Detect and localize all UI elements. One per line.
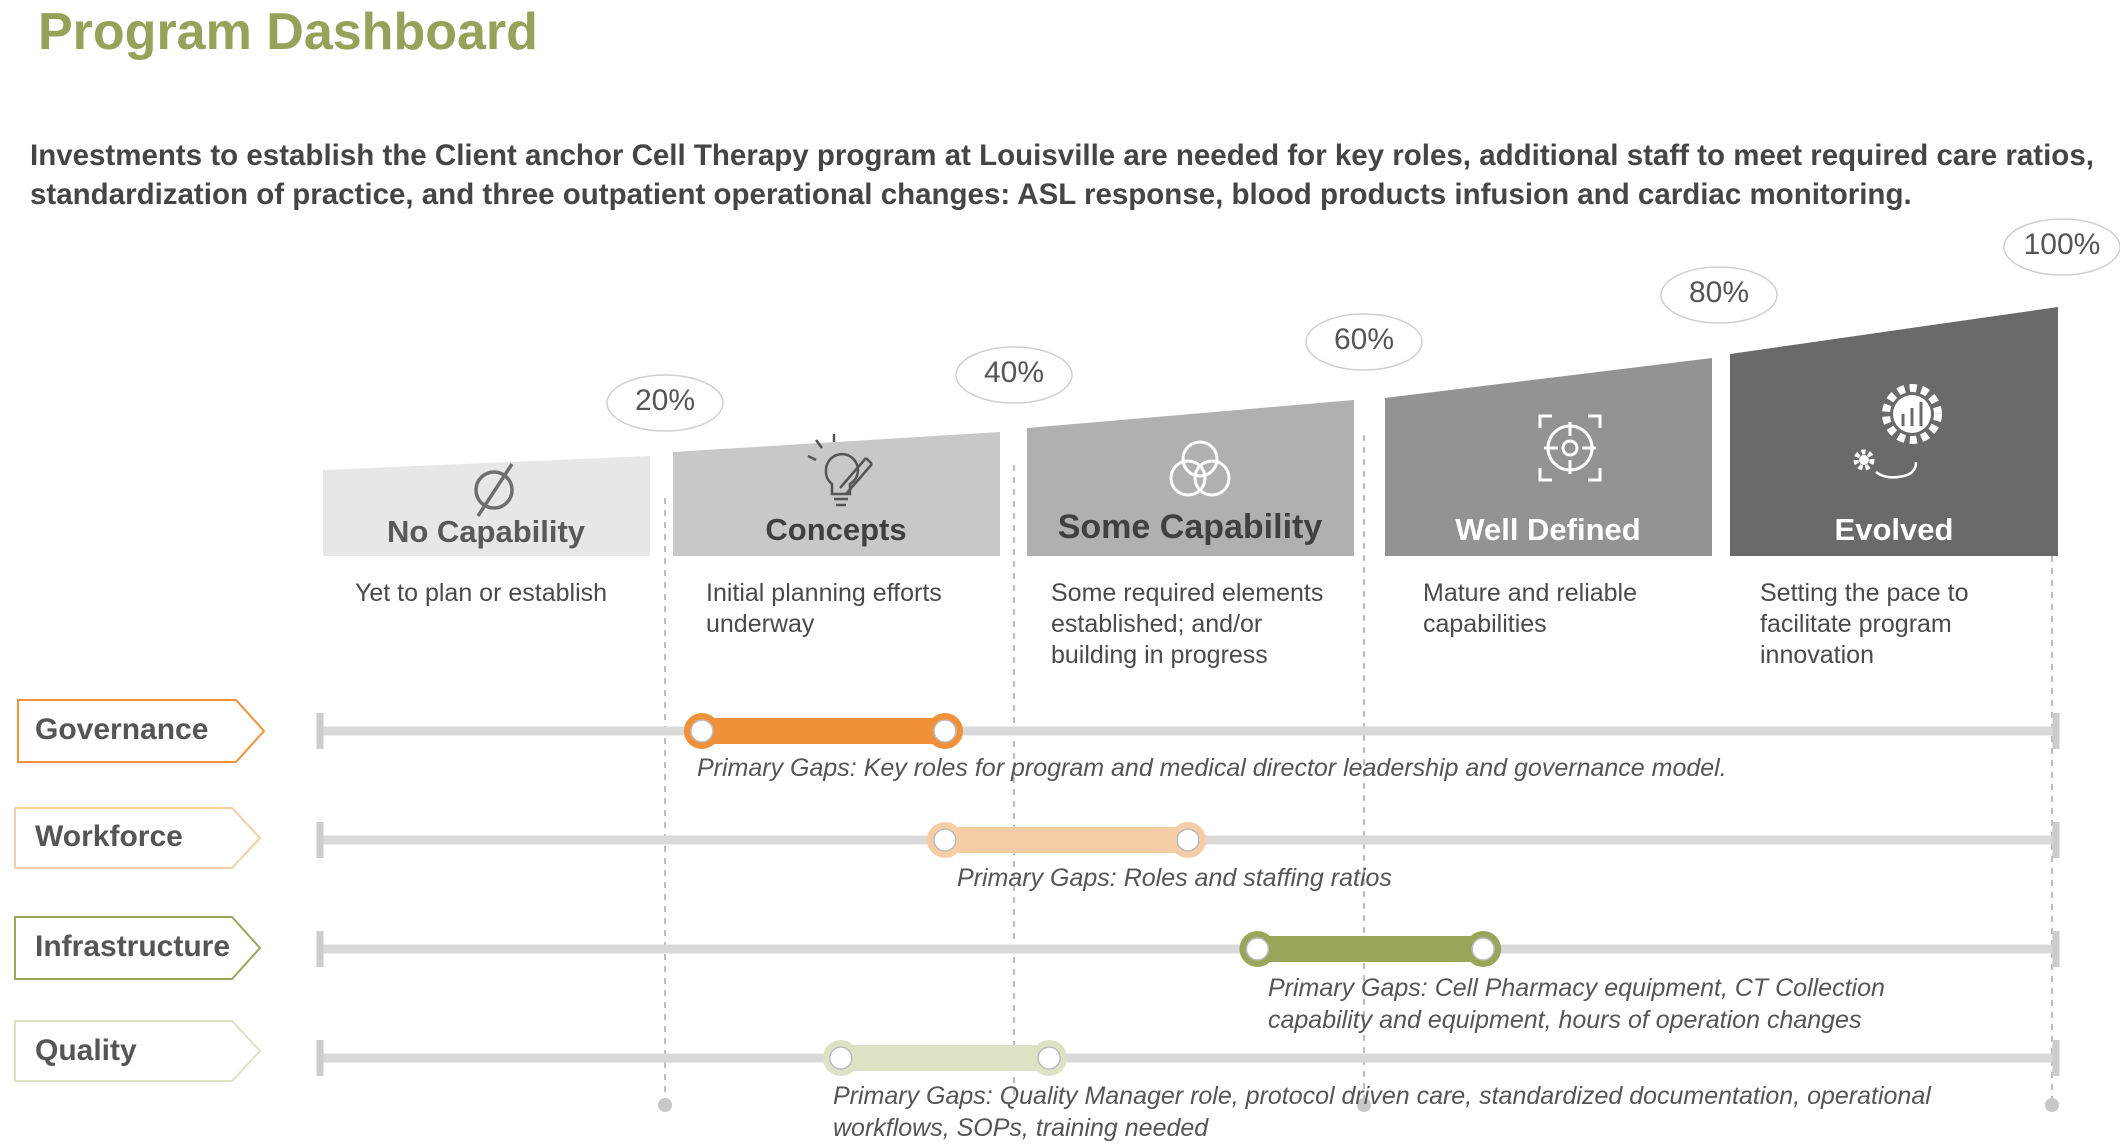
stage-description-no-capability: Yet to plan or establish: [355, 579, 608, 607]
governance-handle-center: [933, 719, 957, 743]
governance-label-box: [17, 699, 266, 763]
lightbulb-pencil-icon: [807, 434, 873, 507]
percent-bubble: [1305, 313, 1423, 371]
gear-chart-icon: [1853, 384, 1942, 479]
workforce-label-box: [14, 807, 262, 869]
gap-note-quality: Primary Gaps: Quality Manager role, prot…: [833, 1082, 1931, 1142]
stage-label-concepts: Concepts: [765, 512, 907, 547]
infrastructure-handle-center: [1245, 937, 1270, 961]
percent-bubble: [606, 374, 724, 432]
infrastructure-label-box: [14, 916, 262, 980]
divider-dot: [2045, 1098, 2059, 1112]
stage-label-some-capability: Some Capability: [1057, 508, 1323, 546]
page-title: Program Dashboard: [38, 3, 538, 61]
percent-label-100: 100%: [2023, 228, 2101, 261]
category-label-quality: Quality: [35, 1034, 137, 1067]
intro-text: Investments to establish the Client anch…: [30, 139, 2094, 211]
percent-label-60: 60%: [1333, 323, 1395, 356]
infrastructure-handle-center: [1471, 937, 1495, 961]
percent-bubble: [955, 346, 1073, 404]
percent-bubble: [2003, 218, 2120, 276]
quality-handle-center: [829, 1046, 853, 1070]
workforce-handle-center: [1176, 828, 1200, 852]
category-label-governance: Governance: [35, 713, 209, 746]
stage-label-well-defined: Well Defined: [1455, 512, 1641, 547]
governance-handle-center: [690, 719, 714, 743]
quality-label-box: [14, 1020, 262, 1082]
track-end-caps: [316, 713, 2060, 1076]
workforce-handle-center: [933, 828, 957, 852]
stage-dividers: [664, 340, 2053, 1100]
gap-note-governance: Primary Gaps: Key roles for program and …: [697, 754, 1727, 782]
stage-label-no-capability: No Capability: [386, 514, 586, 549]
quality-handle-center: [1037, 1046, 1061, 1070]
empty-set-icon: [474, 463, 514, 517]
percent-label-80: 80%: [1688, 276, 1750, 309]
gap-note-infrastructure: Primary Gaps: Cell Pharmacy equipment, C…: [1268, 974, 1885, 1034]
category-label-workforce: Workforce: [35, 820, 183, 853]
stage-label-evolved: Evolved: [1834, 512, 1954, 547]
category-label-infrastructure: Infrastructure: [35, 930, 231, 963]
percent-bubble: [1660, 266, 1778, 324]
divider-dot: [1357, 1098, 1371, 1112]
gap-note-workforce: Primary Gaps: Roles and staffing ratios: [957, 864, 1392, 892]
venn-circles-icon: [1169, 440, 1231, 497]
target-icon: [1538, 414, 1602, 482]
divider-dot: [658, 1098, 672, 1112]
percent-label-40: 40%: [983, 356, 1045, 389]
percent-label-20: 20%: [634, 384, 696, 417]
stage-block-some-capability: [1027, 400, 1354, 556]
